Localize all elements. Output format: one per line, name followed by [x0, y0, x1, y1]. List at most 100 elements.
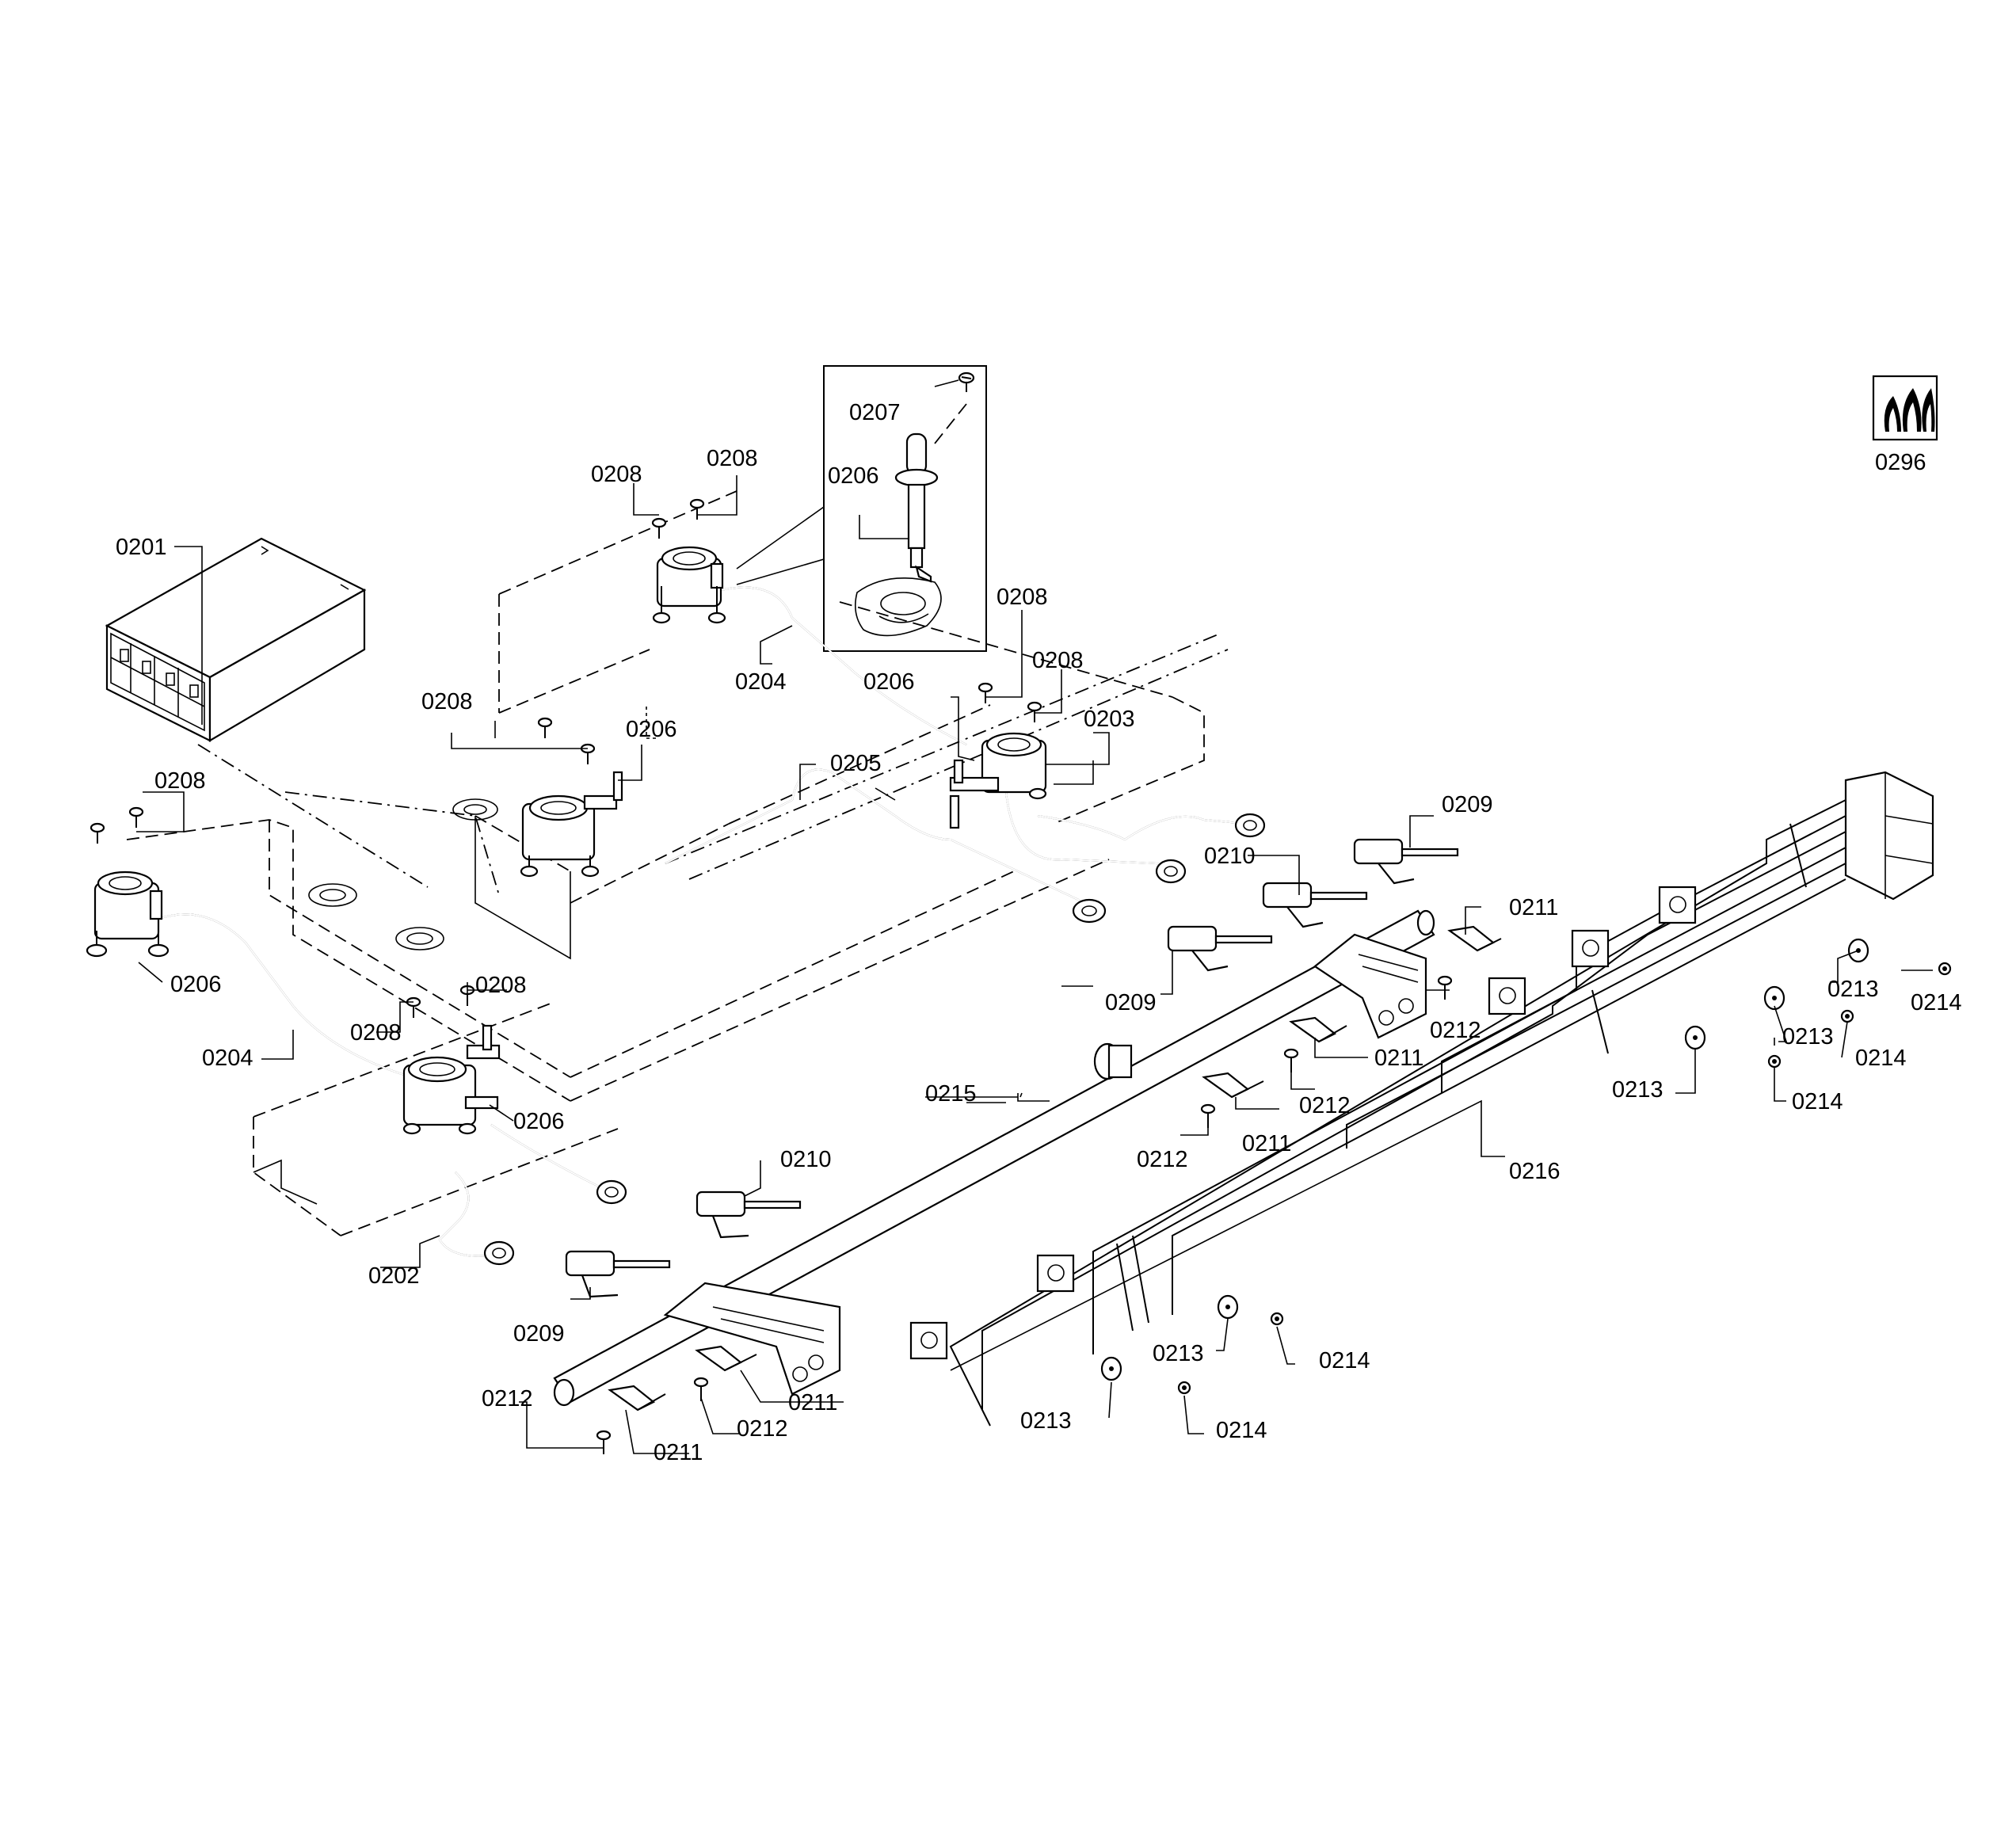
label-0212-e: 0212: [482, 1386, 533, 1411]
clip-icon: [608, 1385, 666, 1411]
label-0213-c: 0213: [1612, 1077, 1663, 1103]
washer-icon: [1684, 1025, 1706, 1050]
label-0209-right: 0209: [1442, 792, 1493, 817]
label-0212-b: 0212: [1299, 1093, 1351, 1118]
nut-icon: [1767, 1054, 1782, 1069]
label-0216: 0216: [1509, 1159, 1561, 1184]
clip-icon: [1202, 1072, 1264, 1099]
label-0211-d: 0211: [788, 1390, 837, 1415]
label-0213-d: 0213: [1153, 1341, 1204, 1366]
label-0208-mid: 0208: [421, 689, 473, 714]
part-labels: 0201 0202 0203 0204 0204 0205 0206 0206 …: [116, 400, 1962, 1465]
label-0208-left: 0208: [154, 768, 206, 794]
orifice-valve-icon: [1167, 925, 1273, 972]
orifice-valve-icon: [696, 1191, 802, 1239]
screw-icon: [651, 517, 667, 539]
label-0214-b: 0214: [1855, 1046, 1907, 1071]
label-0210-bottom: 0210: [780, 1147, 832, 1172]
washer-icon: [1763, 985, 1785, 1011]
burner-valve-right: [949, 732, 1047, 829]
nut-icon: [596, 1179, 627, 1205]
manifold-pipe-0215: [553, 909, 1435, 1407]
screws-0212: [596, 975, 1453, 1454]
nut-icon: [1155, 859, 1187, 884]
label-0203: 0203: [1084, 707, 1135, 732]
label-0211-a: 0211: [1509, 895, 1558, 920]
igniter-detail-inset: [736, 365, 987, 652]
electrode-clip-icon: [1658, 886, 1697, 924]
label-0201: 0201: [116, 535, 167, 560]
clips-0211: [608, 925, 1502, 1411]
label-0215: 0215: [925, 1081, 977, 1107]
nut-icon: [1938, 962, 1952, 976]
label-0211-b: 0211: [1374, 1046, 1423, 1071]
label-0208-right-a: 0208: [997, 585, 1048, 610]
label-0214-e: 0214: [1216, 1418, 1267, 1443]
screw-icon: [693, 1377, 709, 1401]
label-0206-inset: 0206: [828, 463, 879, 489]
burner-valve-left: [86, 870, 170, 958]
flame-icon: [1884, 396, 1901, 432]
clip-icon: [695, 1345, 757, 1372]
label-0209-bottom: 0209: [513, 1321, 565, 1347]
label-0212-d: 0212: [737, 1416, 788, 1442]
label-0210-right: 0210: [1204, 844, 1256, 869]
label-0202: 0202: [368, 1263, 420, 1289]
junction-box-0201: [105, 537, 367, 742]
screw-icon: [689, 498, 705, 520]
flame-icon: [1922, 388, 1935, 432]
label-0206-mid: 0206: [626, 717, 677, 742]
igniter-icon: [894, 432, 939, 583]
mounting-frame-dashed: [126, 490, 1229, 1236]
washer-icon: [1217, 1294, 1239, 1320]
screw-icon: [958, 371, 975, 392]
screw-icon: [90, 822, 105, 844]
screw-icon: [128, 806, 144, 828]
screw-icon: [1437, 975, 1453, 1000]
nut-icon: [1072, 898, 1107, 924]
electrode-clip-icon: [909, 1321, 948, 1360]
nut-icon: [1177, 1381, 1191, 1395]
nut-icon: [1234, 813, 1266, 838]
flame-icon: [1902, 388, 1922, 432]
washers-0213: [1100, 938, 1869, 1381]
burner-valve-top: [652, 546, 726, 624]
label-0209-mid: 0209: [1105, 990, 1157, 1015]
orifice-valve-icon: [1262, 882, 1368, 928]
screw-icon: [1027, 701, 1042, 722]
label-0208-top-right: 0208: [707, 446, 758, 471]
ignition-harness-0216: [909, 771, 1934, 1427]
label-0206-left: 0206: [170, 972, 222, 997]
nut-icon: [1840, 1009, 1854, 1023]
washer-icon: [1100, 1356, 1122, 1381]
label-0206-bottom: 0206: [513, 1109, 565, 1134]
burner-base-ghost-icon: [855, 577, 942, 637]
clip-icon: [1447, 925, 1502, 952]
label-0208-bottom-a: 0208: [475, 973, 527, 998]
label-0208-bottom-b: 0208: [350, 1020, 402, 1046]
burner-valve-mid: [520, 771, 623, 878]
screw-icon: [1283, 1048, 1299, 1072]
label-0204-left: 0204: [202, 1046, 253, 1071]
screw-icon: [406, 996, 421, 1018]
screw-icon: [1200, 1103, 1216, 1128]
nuts-0214: [1177, 962, 1952, 1395]
label-0208-top-left: 0208: [591, 462, 642, 487]
orifice-valves: [565, 838, 1459, 1298]
electrode-clip-icon: [1488, 977, 1526, 1015]
label-0212-c: 0212: [1137, 1147, 1188, 1172]
label-0213-a: 0213: [1827, 977, 1879, 1002]
screw-icon: [537, 717, 553, 738]
clip-icon: [1289, 1016, 1347, 1043]
electrode-clip-icon: [1036, 1254, 1075, 1293]
label-0214-c: 0214: [1792, 1089, 1843, 1114]
leader-lines: [136, 379, 1933, 1454]
orifice-valve-icon: [565, 1250, 671, 1298]
nut-icon: [1270, 1312, 1284, 1326]
orifice-valve-icon: [1353, 838, 1459, 885]
label-0211-c: 0211: [1242, 1131, 1291, 1156]
gas-flame-symbol: [1872, 375, 1938, 441]
screw-icon: [978, 682, 993, 703]
label-0213-e: 0213: [1020, 1408, 1072, 1434]
